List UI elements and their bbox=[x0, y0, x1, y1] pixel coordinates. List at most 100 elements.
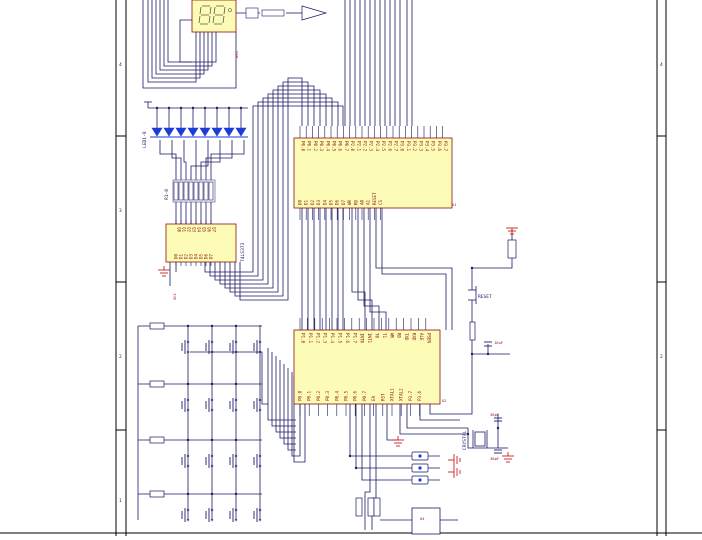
u2-bottom-pin-label: EA bbox=[371, 395, 376, 401]
reset-capacitor bbox=[484, 341, 492, 347]
key-switch-terminal bbox=[186, 398, 190, 402]
key-switch-terminal bbox=[234, 340, 238, 344]
u2-bottom-pin-label: XTAL1 bbox=[390, 388, 395, 401]
reset-cap-label: 10uF bbox=[494, 340, 504, 345]
u2-bottom-pin-label: XTAL2 bbox=[399, 388, 404, 401]
led-vcc-symbol bbox=[144, 101, 152, 108]
led-array bbox=[150, 127, 248, 138]
u1-top-pin-label: P0.1 bbox=[307, 141, 312, 152]
switch-bank bbox=[411, 451, 429, 485]
u2-top-pin-label: INT0 bbox=[360, 333, 365, 344]
reset-circuit: RESET 10uF bbox=[468, 239, 517, 347]
wiring bbox=[137, 0, 513, 530]
u2-bottom-pin-label: P0.6 bbox=[353, 390, 358, 401]
latch-bottom-pin-label: D7 bbox=[209, 253, 214, 259]
bottom-gate bbox=[411, 507, 441, 535]
u2-top-pin-label: ALE bbox=[419, 333, 424, 341]
border-mark-a: 4 bbox=[119, 62, 122, 68]
u1-bottom-pin-label: RD bbox=[353, 199, 358, 205]
u1-label: U1 bbox=[452, 202, 457, 207]
key-switch-terminal bbox=[234, 398, 238, 402]
latch-top-pin-label: Q2 bbox=[187, 227, 192, 233]
key-switch-terminal bbox=[234, 454, 238, 458]
u2-top-pin-label: P1.2 bbox=[315, 333, 320, 344]
key-switch-terminal bbox=[258, 398, 262, 402]
u2-top-pin-label: TXD bbox=[404, 333, 409, 341]
crystal-capacitors bbox=[494, 417, 502, 454]
key-switch-terminal bbox=[234, 518, 238, 522]
reset-resistor bbox=[469, 321, 476, 341]
display-transistor bbox=[245, 7, 259, 19]
seven-segment-display: DS1 bbox=[191, 0, 239, 58]
u1-top-pin-label: P3.2 bbox=[412, 141, 417, 152]
u1-top-pin-label: P3.1 bbox=[406, 141, 411, 152]
u1-top-pin-label: P2.4 bbox=[375, 141, 380, 152]
u1-bottom-pin-label: A1 bbox=[366, 199, 371, 205]
u1-top-pin-label: P3.4 bbox=[425, 141, 430, 152]
key-switch-terminal bbox=[234, 508, 238, 512]
key-switch-terminal bbox=[258, 340, 262, 344]
latch-label: 74LS373 bbox=[240, 242, 246, 262]
key-switch-terminal bbox=[258, 350, 262, 354]
border-mark-d: 1 bbox=[119, 498, 122, 504]
key-switch-terminal bbox=[258, 454, 262, 458]
reset-pullup-resistor bbox=[507, 239, 517, 259]
key-switch-terminal bbox=[210, 508, 214, 512]
u1-top-pin-label: P2.0 bbox=[350, 141, 355, 152]
u1-bottom-pin-label: A0 bbox=[360, 199, 365, 205]
buffer-gate bbox=[301, 5, 328, 21]
led-label: LED1-8 bbox=[142, 131, 148, 148]
u1-top-pin-label: P2.2 bbox=[363, 141, 368, 152]
u1-top-pin-label: P0.2 bbox=[313, 141, 318, 152]
key-switch-terminal bbox=[186, 518, 190, 522]
u2-top-pin-label: P1.6 bbox=[345, 333, 350, 344]
u1-bottom-pin-label: WR bbox=[347, 199, 352, 205]
u1-bottom-pin-label: D0 bbox=[298, 199, 303, 205]
latch-top-pin-label: Q4 bbox=[197, 227, 202, 233]
u2-top-pin-label: P1.4 bbox=[330, 333, 335, 344]
cap-a-label: 30pF bbox=[490, 412, 500, 417]
keypad-matrix bbox=[181, 340, 262, 522]
key-switch-terminal bbox=[210, 464, 214, 468]
u1-top-pin-label: P3.3 bbox=[418, 141, 423, 152]
border-mark-f: 2 bbox=[660, 354, 663, 360]
key-switch-terminal bbox=[234, 408, 238, 412]
gate-label: U4 bbox=[420, 516, 425, 521]
display-label: DS1 bbox=[234, 50, 239, 58]
u1-bottom-pin-label: D6 bbox=[335, 199, 340, 205]
u1-bottom-pin-label: D1 bbox=[304, 199, 309, 205]
u2-top-pin-label: P1.5 bbox=[338, 333, 343, 344]
u1-bottom-pin-label: CS bbox=[378, 199, 383, 205]
u2-bottom-pin-label: P0.0 bbox=[298, 390, 303, 401]
u2-bottom-pin-label: P0.3 bbox=[325, 390, 330, 401]
u1-bottom-pin-label: RESET bbox=[372, 192, 377, 205]
u2-top-pin-label: P1.7 bbox=[352, 333, 357, 344]
reset-label: RESET bbox=[478, 294, 492, 300]
u1-top-pin-label: P2.1 bbox=[356, 141, 361, 152]
key-switch-terminal bbox=[210, 340, 214, 344]
u2-top-pin-label: P1.0 bbox=[301, 333, 306, 344]
latch-top-pin-label: Q1 bbox=[182, 227, 187, 233]
u1-top-pin-label: P0.6 bbox=[338, 141, 343, 152]
latch-chip: 74LS373 bbox=[165, 223, 246, 263]
u2-top-pin-label: RD bbox=[397, 333, 402, 339]
resistor-pack-label: R1-8 bbox=[164, 189, 170, 200]
key-switch-terminal bbox=[210, 350, 214, 354]
u2-top-pin-label: T1 bbox=[382, 333, 387, 339]
key-switch-terminal bbox=[186, 454, 190, 458]
key-switch-terminal bbox=[258, 408, 262, 412]
u1-top-pin-label: P0.5 bbox=[332, 141, 337, 152]
latch-bottom-pin-label: D0 bbox=[174, 253, 179, 259]
latch-bottom-pin-label: D4 bbox=[194, 253, 199, 259]
u1-top-pin-label: P0.0 bbox=[301, 141, 306, 152]
u2-top-pin-label: P1.3 bbox=[323, 333, 328, 344]
u2-label: U2 bbox=[442, 398, 447, 403]
u1-top-pin-label: P0.3 bbox=[319, 141, 324, 152]
key-switch-terminal bbox=[210, 454, 214, 458]
display-resistor bbox=[261, 9, 285, 17]
junction-dots bbox=[155, 106, 500, 496]
key-switch-terminal bbox=[186, 464, 190, 468]
